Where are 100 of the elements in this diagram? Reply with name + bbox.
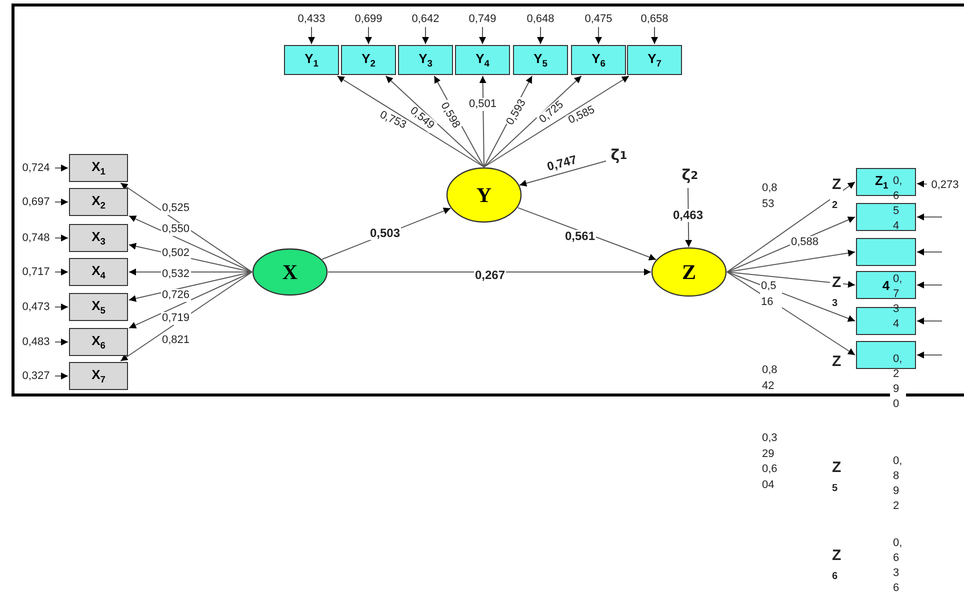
indicator-box <box>513 45 568 75</box>
arrow <box>120 182 252 272</box>
indicator-box <box>284 45 339 75</box>
arrow <box>726 250 856 272</box>
error-value: 0,717 <box>18 265 54 279</box>
error-value: 0,483 <box>18 335 54 349</box>
error-value: 0,475 <box>580 12 616 26</box>
arrow <box>484 76 582 168</box>
edge-label: 0,561 <box>564 230 596 242</box>
arrow <box>916 352 942 358</box>
edge-label: 0,532 <box>161 268 191 280</box>
indicator-box <box>69 328 128 356</box>
latent-variable-label: Y <box>476 182 492 208</box>
error-value: 0,697 <box>18 195 54 209</box>
edge-label: 0,821 <box>161 334 191 346</box>
indicator-label: Y$_{1}$ <box>304 51 318 69</box>
indicator-label: Y$_{3}$ <box>418 51 432 69</box>
arrow <box>385 76 484 168</box>
error-value: 0,473 <box>18 300 54 314</box>
indicator-box <box>571 45 626 75</box>
error-value: 0,327 <box>18 369 54 383</box>
indicator-box <box>455 45 510 75</box>
arrow <box>651 26 658 44</box>
edge-label: 0,502 <box>161 246 191 260</box>
edge-label: 0,726 <box>161 288 191 302</box>
arrow <box>537 26 544 44</box>
latent-variable-ellipse <box>252 248 328 296</box>
indicator-label: Y$_{5}$ <box>534 51 548 69</box>
loading-value: 0,853 <box>762 181 778 212</box>
indicator-box <box>398 45 453 75</box>
arrow <box>54 304 68 310</box>
error-value: 0,273 <box>928 178 962 192</box>
arrow <box>54 268 68 276</box>
arrow <box>519 160 606 187</box>
arrow <box>916 282 942 288</box>
indicator-label: Y$_{2}$ <box>362 51 376 69</box>
indicator-box <box>69 362 128 390</box>
arrow <box>54 372 68 380</box>
error-value: 0,648 <box>522 12 558 26</box>
indicator-label: Y$_{4}$ <box>476 51 490 69</box>
edge-label: 0,719 <box>161 312 191 324</box>
indicator-label: X$_{4}$ <box>92 263 106 281</box>
arrow <box>726 182 856 272</box>
edge-label: 0,267 <box>474 268 506 282</box>
indicator-label: Z$_{1}$ <box>875 173 888 191</box>
loading-value: 0,329 <box>762 431 778 462</box>
arrow <box>916 318 942 324</box>
arrow <box>54 164 68 172</box>
indicator-label: 4 <box>882 278 890 292</box>
error-value: 0,699 <box>350 12 386 26</box>
indicator-box <box>69 224 128 252</box>
indicator-box <box>69 258 128 286</box>
indicator-box <box>856 271 916 299</box>
edge-label: 0,550 <box>161 222 191 236</box>
arrow <box>120 272 252 362</box>
arrow <box>328 268 652 276</box>
indicator-box <box>69 293 128 321</box>
arrow <box>365 26 372 44</box>
indicator-label: X$_{2}$ <box>92 193 106 211</box>
indicator-label: X$_{7}$ <box>92 367 106 385</box>
indicator-label: Y$_{7}$ <box>648 51 662 69</box>
indicator-box <box>856 203 916 231</box>
arrow <box>916 180 928 188</box>
latent-variable-label: Z <box>682 260 696 284</box>
arrow <box>128 272 252 302</box>
indicator-label: X$_{1}$ <box>92 159 106 177</box>
indicator-label: X$_{3}$ <box>92 229 106 247</box>
latent-variable-label: X <box>282 260 298 284</box>
error-value: 0,749 <box>464 12 500 26</box>
arrow <box>308 26 315 44</box>
arrow <box>595 26 602 44</box>
edge-label: 0,516 <box>760 278 782 310</box>
indicator-box <box>69 154 128 182</box>
error-value: 0,642 <box>408 12 444 26</box>
arrow <box>916 214 942 220</box>
latent-variable-ellipse <box>446 167 522 223</box>
arrow <box>54 338 68 346</box>
edge-label: 0,501 <box>468 98 498 110</box>
error-value: 0,433 <box>294 12 330 26</box>
indicator-box <box>856 238 916 266</box>
indicator-box <box>627 45 682 75</box>
edge-label: 0,588 <box>790 236 820 248</box>
loading-value: 0,842 <box>762 363 778 394</box>
arrow <box>54 234 68 242</box>
loading-value: 0,604 <box>762 462 778 493</box>
arrow <box>517 207 656 260</box>
arrow <box>422 26 429 44</box>
edge-label: 0,525 <box>161 202 191 214</box>
arrow <box>916 248 942 256</box>
indicator-label: X$_{5}$ <box>92 298 106 316</box>
indicator-box <box>856 341 916 369</box>
arrow <box>54 198 68 206</box>
indicator-label: X$_{6}$ <box>92 333 106 351</box>
indicator-box <box>69 188 128 216</box>
error-value: 0,748 <box>18 231 54 245</box>
indicator-label: Y$_{6}$ <box>592 51 606 69</box>
arrow <box>128 272 252 329</box>
arrow <box>726 272 856 288</box>
arrow <box>479 26 486 44</box>
error-value: 0,658 <box>636 12 672 26</box>
